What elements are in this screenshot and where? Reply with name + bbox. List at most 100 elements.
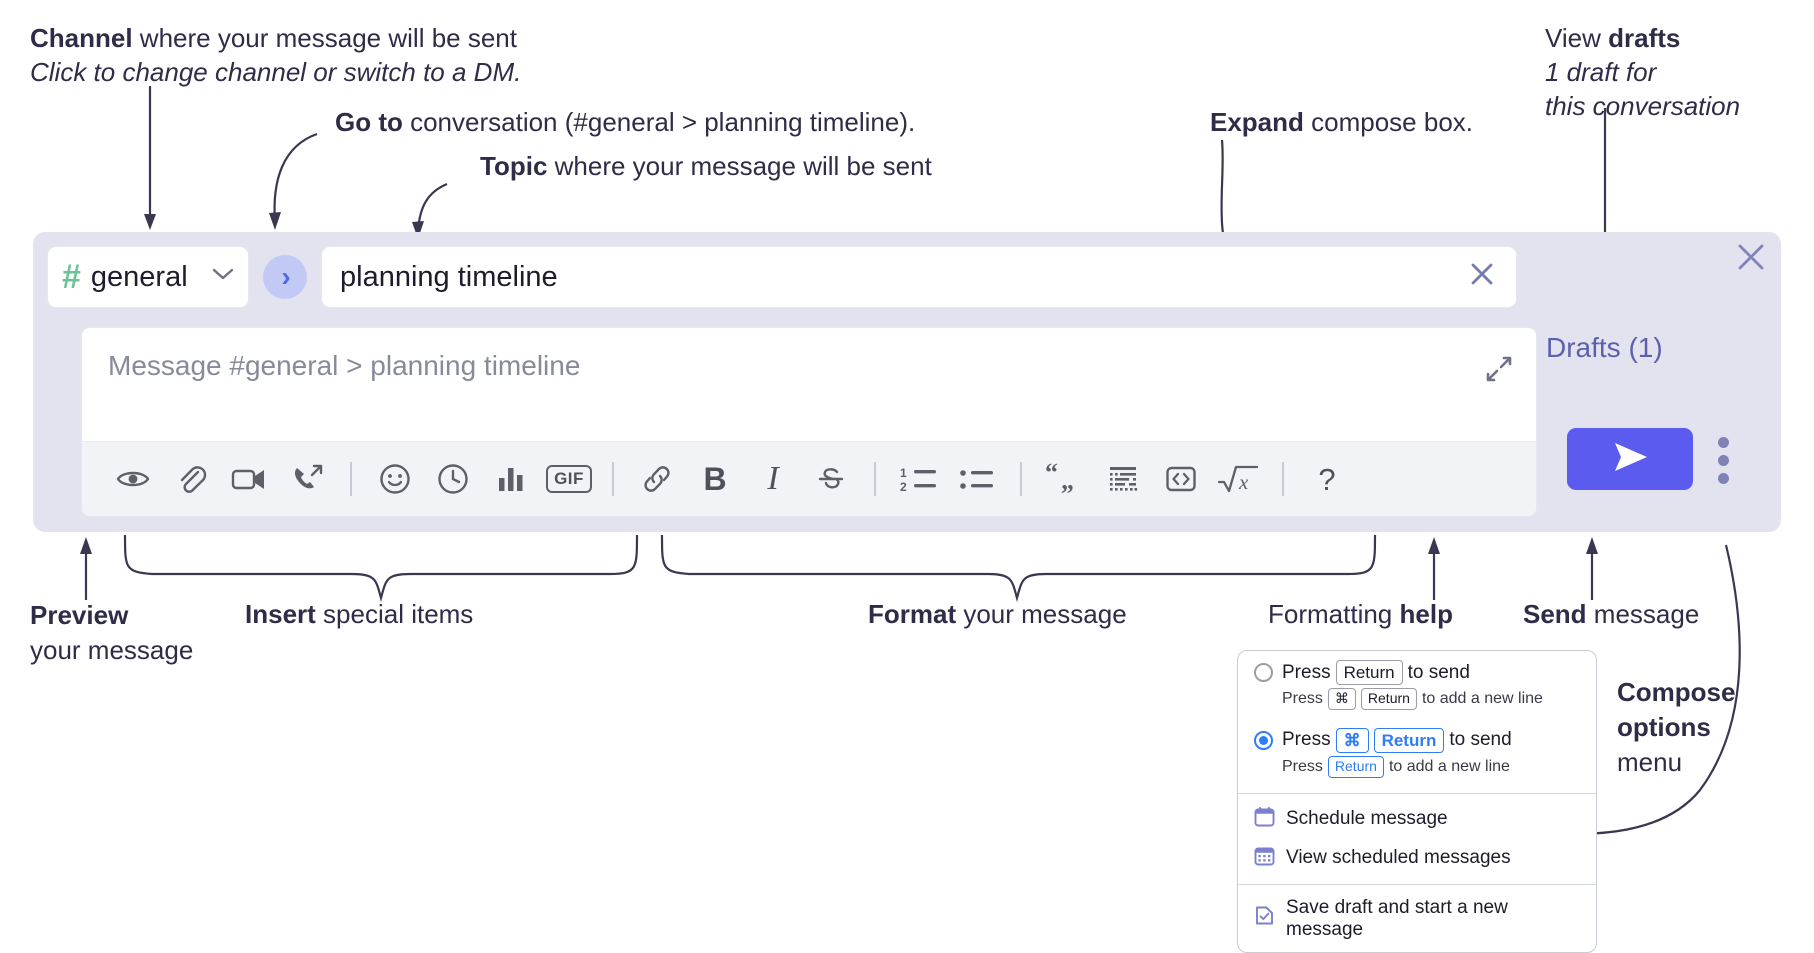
math-icon[interactable]: x [1210,450,1268,508]
annotation-insert-rest: special items [315,599,474,629]
emoji-icon[interactable] [366,450,424,508]
key-command: ⌘ [1327,688,1356,710]
annotation-channel-italic: Click to change channel or switch to a D… [30,56,522,87]
to-send-label: to send [1407,661,1470,683]
save-draft-icon [1254,905,1275,932]
annotation-help-bold: help [1399,599,1453,629]
menu-item-save-draft[interactable]: Save draft and start a new message [1238,891,1596,952]
drafts-link[interactable]: Drafts (1) [1546,332,1663,363]
annotation-channel-rest: where your message will be sent [132,23,517,53]
annotation-goto-rest: conversation (#general > planning timeli… [402,107,916,137]
calendar-grid-icon [1254,845,1275,872]
expand-icon[interactable] [1484,354,1514,389]
message-input[interactable]: Message #general > planning timeline [108,350,581,381]
annotation-format-rest: your message [956,599,1127,629]
annotation-drafts: View drafts 1 draft for this conversatio… [1545,22,1740,123]
hash-icon: # [62,258,81,296]
annotation-goto: Go to conversation (#general > planning … [335,106,915,140]
kebab-dot [1717,436,1729,448]
annotation-expand: Expand compose box. [1210,106,1473,140]
menu-divider [1238,883,1596,885]
annotation-preview-bold: Preview [30,600,129,630]
press-label: Press [1282,690,1323,707]
press-label: Press [1282,757,1323,775]
send-option-cmd-return-text: Press ⌘ Return to send [1282,727,1512,753]
annotation-topic: Topic where your message will be sent [480,150,932,184]
svg-text:2: 2 [900,480,907,494]
kebab-dot [1717,472,1729,484]
divider [874,462,876,496]
italic-label: I [767,460,779,497]
annotation-expand-bold: Expand [1210,107,1304,137]
annotation-preview-rest: your message [30,635,194,666]
calendar-icon [1254,806,1275,833]
chevron-right-icon: › [281,261,291,292]
compose-panel: # general › planning timeline Message #g… [33,232,1781,532]
compose-options-button[interactable] [1709,432,1737,488]
annotation-expand-rest: compose box. [1303,107,1474,137]
preview-icon[interactable] [104,450,162,508]
poll-icon[interactable] [482,450,540,508]
huddle-icon[interactable] [278,450,336,508]
annotation-format: Format your message [868,598,1127,632]
key-return: Return [1327,756,1384,778]
annotation-topic-bold: Topic [480,151,548,181]
divider [1282,462,1284,496]
press-label: Press [1282,729,1331,751]
annotation-compose-options-bold1: Compose [1617,677,1736,707]
compose-options-menu: Press Return to send Press ⌘ Return to a… [1237,650,1597,953]
divider [1020,462,1022,496]
menu-item-label: Save draft and start a new message [1286,896,1508,940]
annotation-channel-bold: Channel [30,23,133,53]
channel-selector[interactable]: # general [47,246,249,308]
send-option-cmd-return-sub: Press Return to add a new line [1238,755,1596,787]
chevron-down-icon [212,268,234,286]
svg-text:„: „ [1061,466,1074,495]
annotation-format-bold: Format [868,599,957,629]
newline-label: to add a new line [1421,690,1543,707]
radio-button-selected[interactable] [1254,730,1273,750]
annotation-send-rest: message [1586,599,1700,629]
to-send-label: to send [1449,729,1512,751]
annotation-drafts-italic1: 1 draft for [1545,56,1657,87]
send-button[interactable] [1567,428,1693,490]
inline-code-icon[interactable] [1152,450,1210,508]
bold-icon[interactable]: B [686,450,744,508]
radio-button[interactable] [1254,663,1273,683]
divider [612,462,614,496]
topic-value: planning timeline [340,260,558,293]
annotation-insert: Insert special items [245,598,473,632]
bulleted-list-icon[interactable] [948,450,1006,508]
menu-item-schedule-message[interactable]: Schedule message [1238,800,1596,839]
annotation-compose-options-bold2: options [1617,712,1711,743]
compose-header-row: # general › planning timeline [47,246,1517,308]
menu-divider [1238,792,1596,794]
video-icon[interactable] [220,450,278,508]
italic-icon[interactable]: I [744,450,802,508]
annotation-preview: Preview your message [30,598,193,668]
send-option-return[interactable]: Press Return to send [1238,651,1596,687]
topic-input[interactable]: planning timeline [321,246,1517,308]
help-label: ? [1318,461,1336,497]
panel-close-button[interactable] [1734,240,1768,280]
bold-label: B [703,461,727,497]
blockquote-icon[interactable]: “„ [1036,450,1094,508]
attachment-icon[interactable] [162,450,220,508]
code-block-icon[interactable] [1094,450,1152,508]
close-icon[interactable] [1466,258,1498,296]
menu-item-view-scheduled[interactable]: View scheduled messages [1238,839,1596,878]
annotation-insert-bold: Insert [245,599,316,629]
annotation-channel: Channel where your message will be sent … [30,22,521,90]
send-option-cmd-return[interactable]: Press ⌘ Return to send [1238,719,1596,755]
goto-conversation-button[interactable]: › [263,255,307,299]
press-label: Press [1282,661,1331,683]
clock-icon[interactable] [424,450,482,508]
send-option-return-text: Press Return to send [1282,660,1470,686]
help-icon[interactable]: ? [1298,450,1356,508]
gif-icon[interactable]: GIF [540,450,598,508]
strikethrough-icon[interactable] [802,450,860,508]
link-icon[interactable] [628,450,686,508]
